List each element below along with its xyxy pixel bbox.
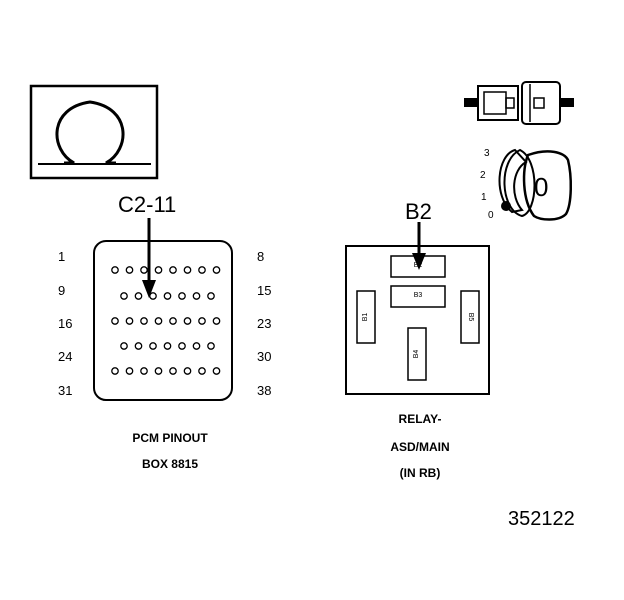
ohm-icon xyxy=(55,100,125,165)
pcm-row-label-right-4: 30 xyxy=(257,349,272,364)
pcm-pin xyxy=(154,367,163,375)
relay-terminal-b1 xyxy=(356,290,376,344)
pcm-pin xyxy=(111,266,119,274)
relay-terminal-label-b5: B5 xyxy=(467,312,474,322)
pcm-row-label-left-5: 31 xyxy=(58,383,73,398)
pcm-pin xyxy=(178,292,186,300)
pcm-pin xyxy=(125,367,134,375)
pcm-pin xyxy=(212,317,221,325)
pcm-pin xyxy=(198,367,206,375)
pcm-pin xyxy=(178,342,186,350)
pcm-row-label-right-5: 38 xyxy=(257,383,272,398)
pcm-pin xyxy=(140,317,148,325)
figure-number: 352122 xyxy=(508,508,575,530)
pcm-pin xyxy=(111,367,119,375)
pcm-pin xyxy=(125,266,134,274)
pcm-pin xyxy=(154,266,163,274)
pcm-pin xyxy=(120,292,128,300)
pcm-row-label-right-2: 15 xyxy=(257,283,272,298)
pcm-row-label-left-1: 1 xyxy=(58,249,66,264)
relay-caption-line1: RELAY- xyxy=(398,412,442,426)
relay-caption-line3: (IN RB) xyxy=(399,466,441,480)
ignition-position-2: 2 xyxy=(480,170,486,181)
pcm-pin xyxy=(140,367,148,375)
pcm-pin xyxy=(163,342,172,350)
relay-terminal-b4 xyxy=(407,327,427,381)
pcm-pin xyxy=(125,317,134,325)
relay-terminal-b3 xyxy=(390,285,446,308)
pcm-pin xyxy=(111,317,119,325)
pcm-caption-line2: BOX 8815 xyxy=(141,457,199,471)
pcm-pin xyxy=(169,317,177,325)
pcm-pin xyxy=(134,342,143,350)
pcm-caption-line1: PCM PINOUT xyxy=(132,431,208,445)
pcm-row-label-right-3: 23 xyxy=(257,316,272,331)
pcm-row-label-left-2: 9 xyxy=(58,283,66,298)
ignition-position-marker xyxy=(501,201,511,211)
relay-callout-label: B2 xyxy=(405,199,432,224)
relay-callout-arrowhead xyxy=(412,253,426,270)
ohmmeter-box xyxy=(29,84,159,180)
relay-terminal-label-b4: B4 xyxy=(413,349,420,359)
pcm-pin xyxy=(183,266,192,274)
connector-pair-icon xyxy=(464,81,574,125)
pcm-pin xyxy=(140,266,148,274)
pcm-pin xyxy=(134,292,143,300)
pcm-pin xyxy=(183,367,192,375)
pcm-row-label-left-4: 24 xyxy=(58,349,73,364)
relay-caption-line2: ASD/MAIN xyxy=(390,440,450,454)
pcm-pin xyxy=(183,317,192,325)
pcm-callout-label: C2-11 xyxy=(118,192,177,217)
pcm-pin xyxy=(149,342,157,350)
pcm-pin xyxy=(192,292,201,300)
pcm-pin xyxy=(149,292,157,300)
relay-terminal-label-b2: B2 xyxy=(413,262,423,269)
pcm-callout-arrowhead xyxy=(142,280,156,298)
ignition-position-0: 0 xyxy=(488,210,494,221)
ignition-key-position-label: 0 xyxy=(534,172,549,202)
pcm-pin xyxy=(207,342,215,350)
ignition-position-3: 3 xyxy=(484,148,490,159)
pcm-pin xyxy=(198,266,206,274)
pcm-pin xyxy=(169,367,177,375)
pcm-pin xyxy=(120,342,128,350)
ignition-switch-icon xyxy=(498,148,572,221)
relay-terminal-b5 xyxy=(460,290,480,344)
pcm-row-label-right-1: 8 xyxy=(257,249,265,264)
relay-terminal-label-b1: B1 xyxy=(362,312,369,322)
pcm-pin-grid xyxy=(111,266,221,375)
pcm-pin xyxy=(212,367,221,375)
pcm-connector-body xyxy=(93,240,233,401)
pcm-pin xyxy=(154,317,163,325)
pcm-pin xyxy=(212,266,221,274)
pcm-pin xyxy=(192,342,201,350)
relay-terminal-label-b3: B3 xyxy=(413,292,423,299)
pcm-pin xyxy=(169,266,177,274)
pcm-pin xyxy=(207,292,215,300)
ignition-position-1: 1 xyxy=(481,192,487,203)
pcm-pin xyxy=(198,317,206,325)
pcm-row-label-left-3: 16 xyxy=(58,316,73,331)
pcm-pin xyxy=(163,292,172,300)
